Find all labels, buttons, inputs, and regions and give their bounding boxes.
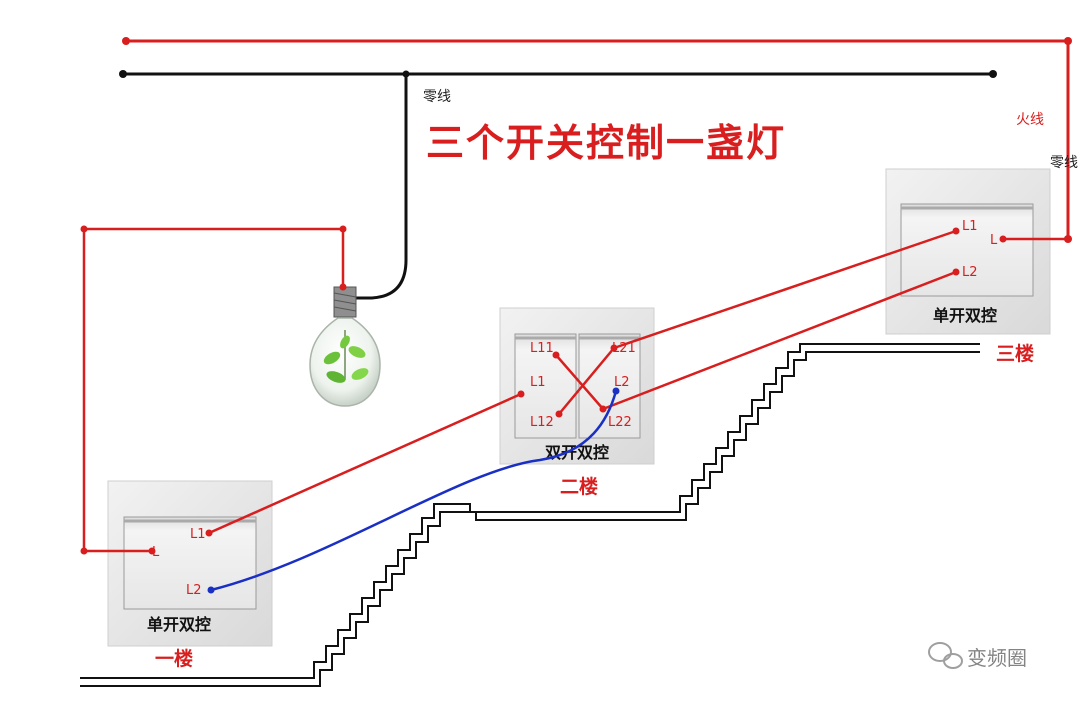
terminal-floor2-l12: L12 [530,415,554,430]
watermark: 变频圈 [928,642,1027,670]
neutral-wire-label: 零线 [423,89,451,105]
diagram-title: 三个开关控制一盏灯 [426,121,786,165]
watermark-text: 变频圈 [967,646,1027,670]
terminal-floor3-l: L [990,233,998,248]
switch-plate-floor2: 双开双控 [499,307,655,465]
traveler-wire-blue [207,387,620,594]
switch-type-floor1: 单开双控 [147,615,211,634]
staircase [80,343,980,687]
light-bulb-icon [309,286,381,407]
terminal-floor2-l22: L22 [608,415,632,430]
traveler-wires-red [208,229,1068,535]
terminal-floor2-l11: L11 [530,341,554,356]
live-wire-top [122,37,1072,243]
switch-type-floor2: 双开双控 [545,443,609,462]
switch-plate-floor3: 单开双控 [885,168,1051,335]
terminal-floor1-l2: L2 [186,583,202,598]
terminal-dots-red [148,227,1007,555]
terminal-floor2-l1: L1 [530,375,546,390]
neutral-wire-top [119,70,997,300]
terminal-floor2-l2: L2 [614,375,630,390]
neutral-wire-label-right: 零线 [1050,155,1078,171]
floor-label-2: 二楼 [560,475,598,498]
terminal-floor2-l21: L21 [612,341,636,356]
wechat-icon [928,642,963,669]
terminal-floor3-l2: L2 [962,265,978,280]
live-wire-label: 火线 [1016,112,1044,128]
floor-label-3: 三楼 [996,342,1034,365]
terminal-floor1-l: L [152,545,160,560]
terminal-floor3-l1: L1 [962,219,978,234]
floor-label-1: 一楼 [155,647,193,670]
switch-plate-floor1: 单开双控 [107,480,273,647]
live-wire-loop [80,225,347,555]
switch-type-floor3: 单开双控 [933,306,997,325]
terminal-floor1-l1: L1 [190,527,206,542]
